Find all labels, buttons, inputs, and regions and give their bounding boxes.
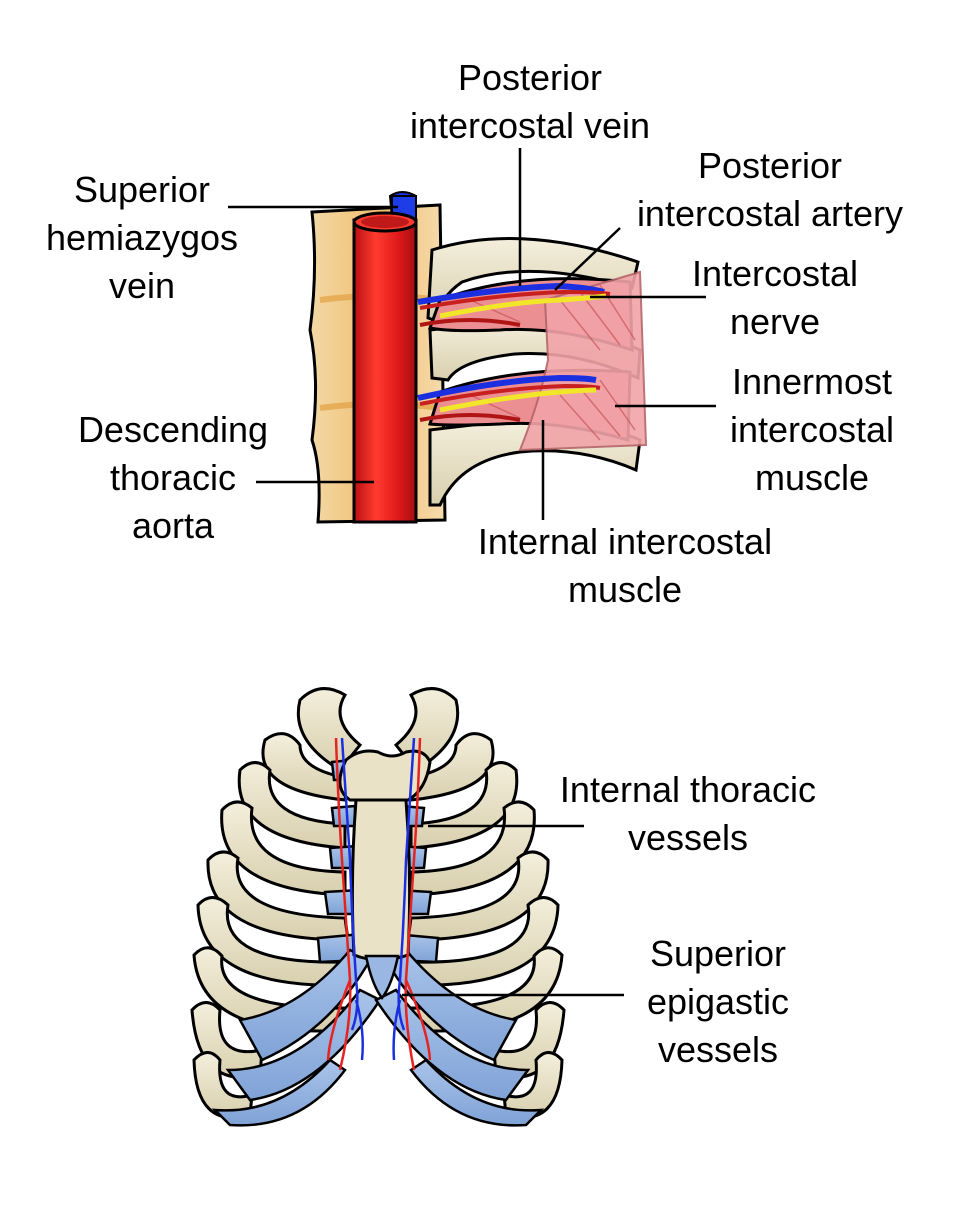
- label-line: epigastic: [646, 981, 790, 1022]
- internal-thoracic-vessels-left: [326, 737, 364, 1071]
- innermost-muscle-sheet: [518, 270, 648, 452]
- label-line: Internal intercostal: [477, 521, 773, 562]
- label-superior-hemiazygos-vein: Superior hemiazygos vein: [22, 166, 262, 310]
- sternum-manubrium: [338, 749, 432, 802]
- top-leader-lines: [228, 148, 716, 520]
- label-line: vessels: [627, 817, 749, 858]
- label-line: thoracic: [109, 457, 237, 498]
- label-line: muscle: [754, 457, 870, 498]
- leader-posterior-intercostal-artery: [554, 227, 621, 291]
- label-line: Posterior: [457, 57, 603, 98]
- lower-artery-branch: [419, 413, 521, 422]
- label-line: vein: [108, 265, 176, 306]
- label-posterior-intercostal-artery: Posterior intercostal artery: [610, 142, 930, 238]
- bottom-leader-lines: [402, 824, 624, 997]
- lower-intercostal-artery: [419, 383, 601, 406]
- internal-thoracic-vessels-right: [392, 737, 432, 1071]
- label-line: intercostal: [729, 409, 895, 450]
- label-line: aorta: [131, 505, 215, 546]
- right-ribs: [393, 687, 566, 1120]
- label-line: nerve: [729, 301, 821, 342]
- lower-intercostal-vein: [417, 374, 597, 401]
- label-line: hemiazygos: [45, 217, 239, 258]
- descending-thoracic-aorta: [352, 218, 418, 524]
- label-line: intercostal artery: [636, 193, 904, 234]
- label-line: vessels: [657, 1029, 779, 1070]
- upper-artery-branch: [419, 318, 521, 327]
- label-innermost-intercostal-muscle: Innermost intercostal muscle: [712, 358, 912, 502]
- aorta-lumen: [361, 216, 409, 228]
- label-line: Posterior: [697, 145, 843, 186]
- upper-intercostal-artery: [419, 289, 611, 310]
- label-line: Intercostal: [691, 253, 859, 294]
- label-line: Superior: [649, 933, 787, 974]
- label-internal-thoracic-vessels: Internal thoracic vessels: [538, 766, 838, 862]
- label-line: Descending: [77, 409, 269, 450]
- left-ribs: [190, 687, 363, 1120]
- lower-intercostal-nerve: [439, 387, 597, 413]
- label-superior-epigastic-vessels: Superior epigastic vessels: [618, 930, 818, 1074]
- label-intercostal-nerve: Intercostal nerve: [670, 250, 880, 346]
- label-line: intercostal vein: [409, 105, 651, 146]
- sternum-body: [350, 798, 412, 962]
- label-line: Internal thoracic: [559, 769, 817, 810]
- label-internal-intercostal-muscle: Internal intercostal muscle: [450, 518, 800, 614]
- top-diagram: [228, 148, 716, 524]
- xiphoid-process: [364, 954, 400, 1001]
- upper-intercostal-vein: [417, 282, 605, 305]
- label-posterior-intercostal-vein: Posterior intercostal vein: [380, 54, 680, 150]
- label-line: Innermost: [731, 361, 893, 402]
- bottom-diagram: [190, 687, 624, 1127]
- label-descending-thoracic-aorta: Descending thoracic aorta: [60, 406, 286, 550]
- label-line: muscle: [567, 569, 683, 610]
- label-line: Superior: [73, 169, 211, 210]
